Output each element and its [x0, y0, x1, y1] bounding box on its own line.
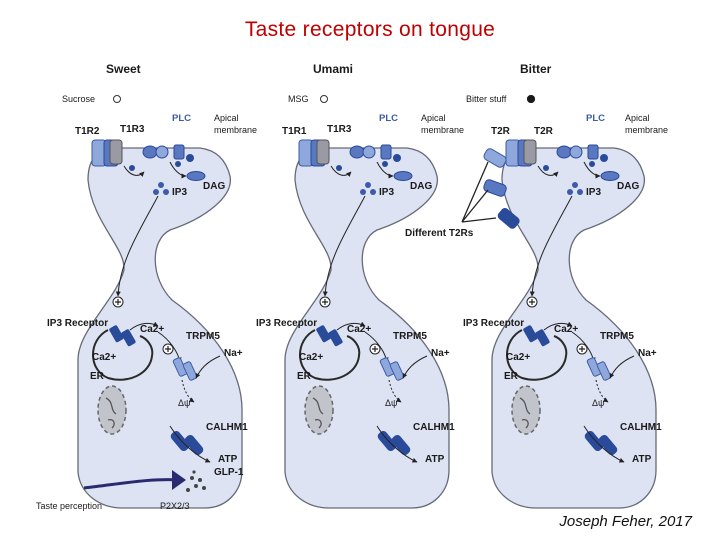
er-label-umami: ER [297, 371, 312, 382]
ligand-bitter: Bitter stuff [466, 94, 507, 104]
dag-label-sweet: DAG [203, 181, 225, 192]
na-label-sweet: Na+ [224, 348, 243, 359]
receptor-left-umami: T1R1 [282, 126, 307, 137]
na-label-umami: Na+ [431, 348, 450, 359]
plc-label-bitter: PLC [586, 113, 605, 124]
umami-cell [285, 96, 449, 509]
apical-2-sweet: membrane [214, 125, 257, 135]
glp1-label: GLP-1 [214, 467, 244, 478]
afferent-nerve [83, 470, 206, 492]
slide-title: Taste receptors on tongue [244, 18, 496, 41]
plc-label-sweet: PLC [172, 113, 191, 124]
apical-1-bitter: Apical [625, 113, 650, 123]
ca-er-label-bitter: Ca2+ [506, 352, 530, 363]
receptor-right-sweet: T1R3 [120, 124, 145, 135]
dpsi-label-bitter: Δψ [592, 398, 604, 408]
ligand-umami: MSG [288, 94, 309, 104]
trpm5-label-bitter: TRPM5 [600, 331, 634, 342]
apical-2-bitter: membrane [625, 125, 668, 135]
bitter-cell [492, 96, 656, 509]
atp-label-sweet: ATP [218, 454, 238, 465]
plc-label-umami: PLC [379, 113, 398, 124]
different-t2rs [461, 148, 520, 229]
receptor-left-sweet: T1R2 [75, 126, 100, 137]
header-bitter: Bitter [520, 62, 552, 76]
header-sweet: Sweet [106, 62, 141, 76]
taste-perception-label: Taste perception [36, 501, 102, 511]
ca-label-umami: Ca2+ [347, 324, 371, 335]
header-umami: Umami [313, 62, 353, 76]
trpm5-label-umami: TRPM5 [393, 331, 427, 342]
ca-er-label-sweet: Ca2+ [92, 352, 116, 363]
er-label-sweet: ER [90, 371, 105, 382]
na-label-bitter: Na+ [638, 348, 657, 359]
ca-label-bitter: Ca2+ [554, 324, 578, 335]
receptor-right-umami: T1R3 [327, 124, 352, 135]
credit-text: Joseph Feher, 2017 [559, 513, 692, 530]
apical-1-umami: Apical [421, 113, 446, 123]
ip3-label-umami: IP3 [379, 187, 394, 198]
dag-label-umami: DAG [410, 181, 432, 192]
ip3-receptor-label-sweet: IP3 Receptor [47, 318, 108, 329]
dpsi-label-umami: Δψ [385, 398, 397, 408]
ip3-receptor-label-bitter: IP3 Receptor [463, 318, 524, 329]
calhm1-label-umami: CALHM1 [413, 422, 455, 433]
bitter-ligand-dot [527, 95, 535, 103]
different-t2rs-label: Different T2Rs [405, 228, 474, 239]
calhm1-label-sweet: CALHM1 [206, 422, 248, 433]
receptor-left-bitter: T2R [491, 126, 511, 137]
ligand-sweet: Sucrose [62, 94, 95, 104]
apical-1-sweet: Apical [214, 113, 239, 123]
ca-label-sweet: Ca2+ [140, 324, 164, 335]
ip3-receptor-label-umami: IP3 Receptor [256, 318, 317, 329]
atp-label-bitter: ATP [632, 454, 652, 465]
er-label-bitter: ER [504, 371, 519, 382]
dpsi-label-sweet: Δψ [178, 398, 190, 408]
calhm1-label-bitter: CALHM1 [620, 422, 662, 433]
ip3-label-sweet: IP3 [172, 187, 187, 198]
ip3-label-bitter: IP3 [586, 187, 601, 198]
atp-label-umami: ATP [425, 454, 445, 465]
trpm5-label-sweet: TRPM5 [186, 331, 220, 342]
sweet-cell [78, 96, 242, 509]
dag-label-bitter: DAG [617, 181, 639, 192]
apical-2-umami: membrane [421, 125, 464, 135]
ca-er-label-umami: Ca2+ [299, 352, 323, 363]
p2x-receptor-label: P2X2/3 [160, 501, 190, 511]
receptor-right-bitter: T2R [534, 126, 554, 137]
